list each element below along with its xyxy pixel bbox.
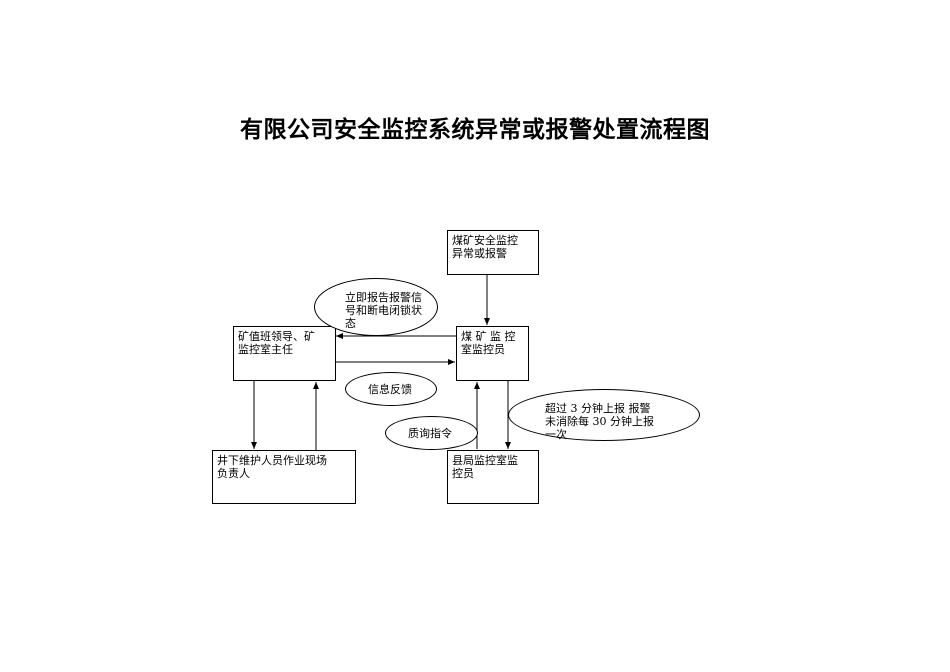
note-feedback-label: 信息反馈 (368, 383, 412, 396)
node-field: 井下维护人员作业现场 负责人 (212, 450, 356, 504)
node-leader: 矿值班领导、矿 监控室主任 (233, 326, 336, 381)
node-monitor-label: 煤 矿 监 控 室监控员 (461, 330, 516, 356)
node-leader-label: 矿值班领导、矿 监控室主任 (238, 330, 315, 356)
note-inquiry: 质询指令 (385, 416, 478, 450)
note-inquiry-label: 质询指令 (408, 427, 452, 440)
note-overtime: 超过 3 分钟上报 报警 未消除每 30 分钟上报 一次 (508, 389, 700, 441)
page-title: 有限公司安全监控系统异常或报警处置流程图 (240, 116, 710, 143)
node-field-label: 井下维护人员作业现场 负责人 (217, 454, 327, 480)
note-report-label: 立即报告报警信 号和断电闭锁状 态 (345, 291, 422, 330)
note-feedback: 信息反馈 (345, 372, 437, 406)
note-overtime-label: 超过 3 分钟上报 报警 未消除每 30 分钟上报 一次 (545, 402, 654, 441)
node-alarm: 煤矿安全监控 异常或报警 (447, 230, 539, 275)
node-monitor: 煤 矿 监 控 室监控员 (456, 326, 529, 381)
node-county: 县局监控室监 控员 (447, 450, 539, 504)
node-county-label: 县局监控室监 控员 (452, 454, 518, 480)
node-alarm-label: 煤矿安全监控 异常或报警 (452, 234, 518, 260)
note-report: 立即报告报警信 号和断电闭锁状 态 (314, 278, 438, 336)
